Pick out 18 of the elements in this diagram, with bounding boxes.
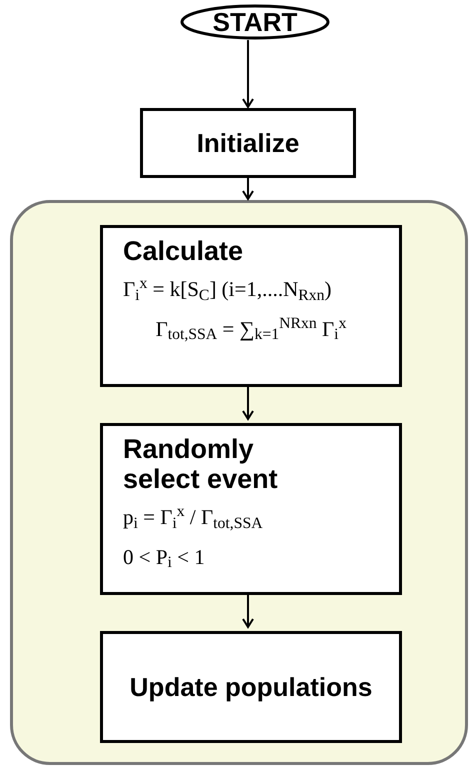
process-box [140, 108, 356, 178]
arrow [242, 592, 254, 628]
process-box [100, 423, 402, 595]
node-title: Randomly select event [123, 434, 279, 494]
loop-panel [10, 200, 468, 765]
formula: Γ$_{i}$$^{x}$ = k[S$_{C}$] (i=1,....N$_{Rxn}$) [123, 274, 332, 306]
node-title: START [212, 6, 298, 38]
arrow [242, 40, 254, 108]
formula: p$_{i}$ = Γ$_{i}$$^{x}$ / Γ$_{tot,SSA}$ [123, 502, 263, 534]
start-terminator [180, 4, 330, 40]
node-title: Calculate [123, 236, 244, 266]
node-title: Update populations [130, 670, 372, 704]
arrow [242, 384, 254, 420]
node-title: Initialize [196, 126, 300, 160]
process-box [100, 225, 402, 387]
formula: 0 < P$_{i}$ < 1 [123, 544, 205, 573]
process-box [100, 631, 402, 743]
arrow [242, 178, 254, 200]
